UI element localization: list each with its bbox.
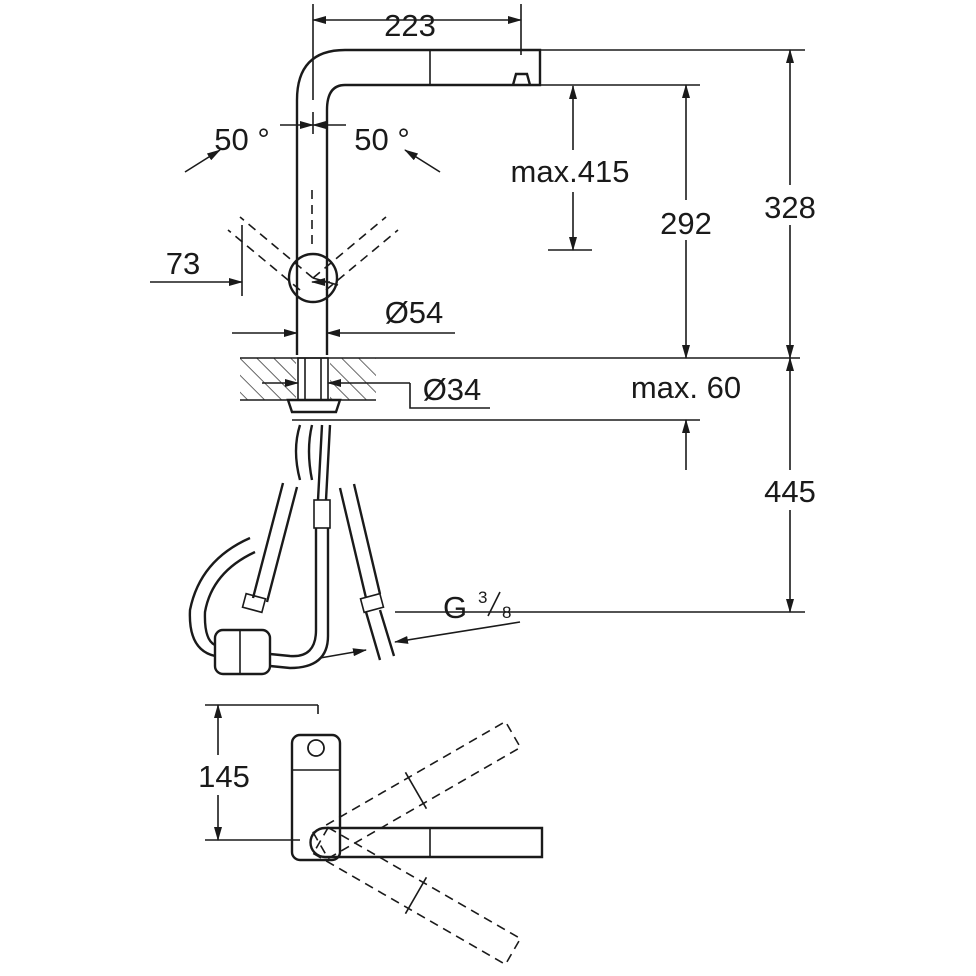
dimension-total-height: 328: [540, 49, 825, 359]
dimension-handle-offset: 73: [150, 225, 330, 296]
label-max-pullout: max.415: [511, 154, 630, 189]
dimension-below-counter: 445: [395, 357, 825, 613]
dimension-spout-reach: 223: [312, 4, 522, 100]
dimension-connection: G 3 8: [319, 588, 521, 659]
label-handle-offset: 73: [166, 246, 200, 281]
label-connection-denominator: 8: [502, 603, 511, 622]
label-hole-diameter: Ø34: [423, 372, 482, 407]
label-below-counter: 445: [764, 474, 816, 509]
label-connection-numerator: 3: [478, 588, 487, 607]
label-connection-g: G: [443, 590, 467, 625]
dimension-max-pullout: max.415: [511, 85, 630, 251]
nozzle: [511, 72, 532, 86]
hoses: [188, 424, 396, 676]
countertop: [240, 357, 800, 421]
dimension-spout-height: 292: [540, 84, 725, 359]
hose-weight: [213, 628, 272, 676]
dimension-body-diameter: Ø54: [232, 295, 455, 337]
label-spout-height: 292: [660, 206, 712, 241]
label-total-height: 328: [764, 190, 816, 225]
dimension-max-counter-thickness: max. 60: [631, 370, 741, 470]
label-spout-reach: 223: [384, 8, 436, 43]
label-max-counter-thickness: max. 60: [631, 370, 741, 405]
dimension-hole-diameter: Ø34: [262, 372, 490, 409]
top-view: 145: [190, 704, 544, 966]
spout: [295, 48, 542, 355]
label-swivel-left: 50 °: [214, 122, 270, 157]
dimension-swivel: 50 ° 50 °: [184, 112, 441, 173]
label-body-diameter: Ø54: [385, 295, 444, 330]
handle: [227, 216, 399, 304]
label-depth: 145: [198, 759, 250, 794]
label-swivel-right: 50 °: [354, 122, 410, 157]
